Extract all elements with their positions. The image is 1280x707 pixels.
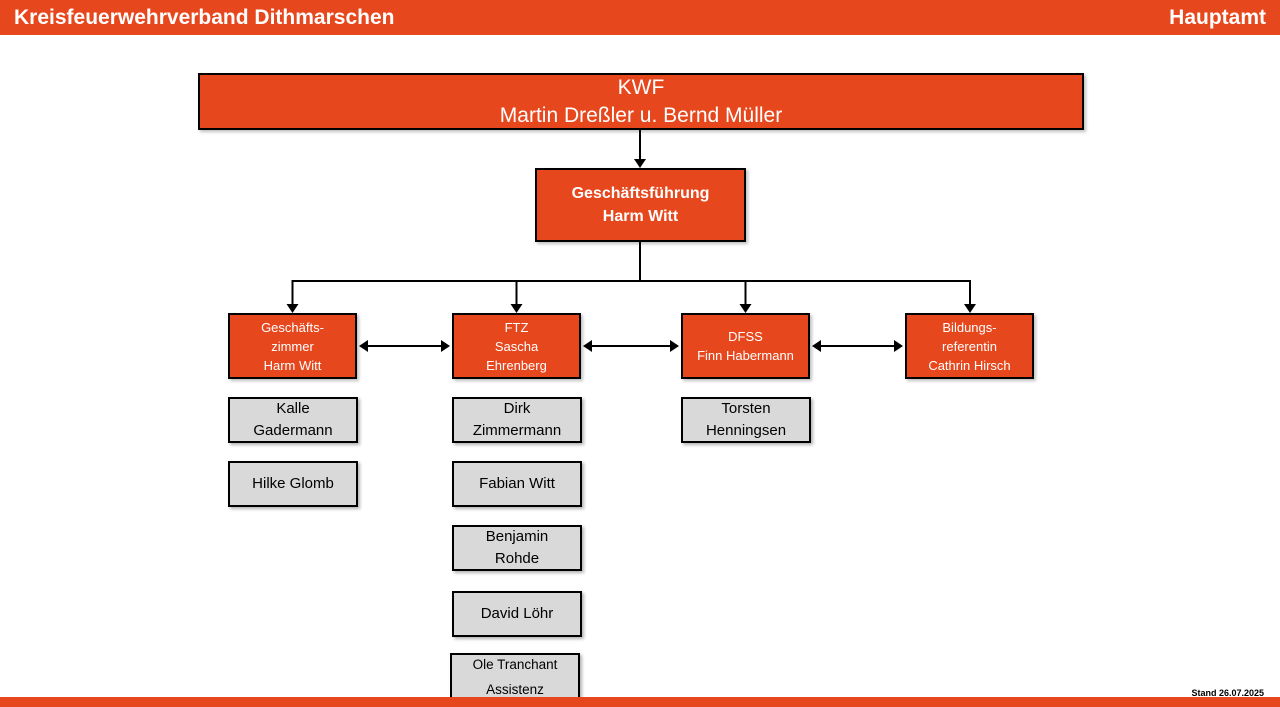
header-bar: Kreisfeuerwehrverband Dithmarschen Haupt… bbox=[0, 0, 1280, 35]
arrowhead-down-icon bbox=[964, 304, 976, 313]
staff-node-kalle-gadermann: Kalle Gadermann bbox=[228, 397, 358, 443]
org-node-dfss: DFSS Finn Habermann bbox=[681, 313, 810, 379]
footer-bar bbox=[0, 697, 1280, 707]
arrowhead-down-icon bbox=[510, 304, 523, 313]
org-node-ftz: FTZ Sascha Ehrenberg bbox=[452, 313, 581, 379]
arrowhead-left-icon bbox=[583, 340, 592, 352]
arrowhead-down-icon bbox=[739, 304, 752, 313]
header-right-label: Hauptamt bbox=[1169, 5, 1266, 29]
page-title: Kreisfeuerwehrverband Dithmarschen bbox=[14, 5, 395, 29]
staff-node-dirk-zimmermann: Dirk Zimmermann bbox=[452, 397, 582, 443]
stand-date: Stand 26.07.2025 bbox=[1191, 688, 1264, 698]
arrowhead-down-icon bbox=[634, 159, 646, 168]
staff-node-david-loehr: David Löhr bbox=[452, 591, 582, 637]
org-node-geschaeftsfuehrung: Geschäftsführung Harm Witt bbox=[535, 168, 746, 242]
arrowhead-right-icon bbox=[670, 340, 679, 352]
staff-node-benjamin-rohde: Benjamin Rohde bbox=[452, 525, 582, 571]
arrowhead-right-icon bbox=[441, 340, 450, 352]
arrowhead-down-icon bbox=[286, 304, 299, 313]
org-node-kwf: KWF Martin Dreßler u. Bernd Müller bbox=[198, 73, 1084, 130]
org-node-bildungsreferentin: Bildungs- referentin Cathrin Hirsch bbox=[905, 313, 1034, 379]
staff-node-ole-tranchant: Ole Tranchant Assistenz bbox=[450, 653, 580, 701]
org-node-geschaeftszimmer: Geschäfts- zimmer Harm Witt bbox=[228, 313, 357, 379]
arrowhead-left-icon bbox=[812, 340, 821, 352]
staff-node-fabian-witt: Fabian Witt bbox=[452, 461, 582, 507]
arrowhead-left-icon bbox=[359, 340, 368, 352]
arrowhead-right-icon bbox=[894, 340, 903, 352]
staff-node-torsten-henningsen: Torsten Henningsen bbox=[681, 397, 811, 443]
staff-node-hilke-glomb: Hilke Glomb bbox=[228, 461, 358, 507]
